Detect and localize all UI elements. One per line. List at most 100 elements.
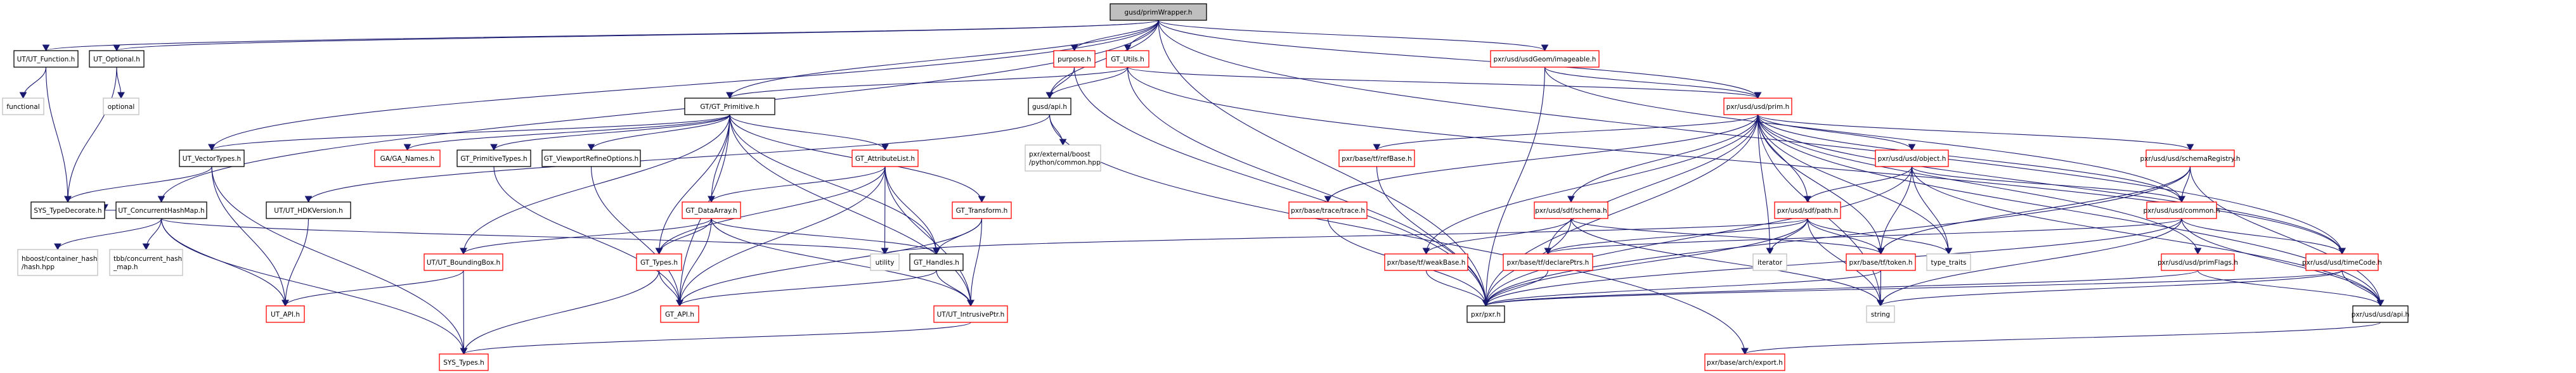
- node-schema_registry[interactable]: pxr/usd/usd/schemaRegistry.h: [2140, 149, 2241, 167]
- node-tf_token[interactable]: pxr/base/tf/token.h: [1846, 253, 1916, 271]
- edge-sdf_path-to-utility: [884, 218, 1808, 255]
- edge-usd_common-to-usd_api: [2181, 218, 2381, 307]
- node-box-ga_names: [374, 149, 441, 167]
- node-usd_common[interactable]: pxr/usd/usd/common.h: [2143, 201, 2220, 219]
- node-label-sdf_path: pxr/usd/sdf/path.h: [1777, 207, 1838, 215]
- node-ga_names[interactable]: GA/GA_Names.h: [374, 149, 441, 167]
- node-gt_dataarray[interactable]: GT_DataArray.h: [682, 201, 741, 219]
- node-tf_declareptrs[interactable]: pxr/base/tf/declarePtrs.h: [1503, 253, 1593, 271]
- node-sys_typedecorate[interactable]: SYS_TypeDecorate.h: [30, 201, 105, 219]
- arrowhead-sdf_schema-to-tf_weakbase: [1422, 248, 1430, 255]
- edge-root-to-gt_utils: [1127, 20, 1159, 51]
- node-box-ut_api: [266, 305, 305, 323]
- node-ut_hdkversion[interactable]: UT/UT_HDKVersion.h: [266, 201, 351, 219]
- node-sdf_schema[interactable]: pxr/usd/sdf/schema.h: [1534, 201, 1608, 219]
- edge-schema_registry-to-usd_api: [2189, 166, 2381, 307]
- node-gt_primitive[interactable]: GT/GT_Primitive.h: [684, 98, 775, 115]
- node-box-imageable: [1490, 50, 1600, 68]
- node-gt_handles[interactable]: GT_Handles.h: [909, 253, 964, 271]
- node-label-gt_primitive: GT/GT_Primitive.h: [700, 103, 759, 111]
- edge-usd_prim-to-usd_object: [1757, 114, 1913, 151]
- node-gusd_api[interactable]: gusd/api.h: [1028, 98, 1071, 115]
- node-ut_intrusiveptr[interactable]: UT/UT_IntrusivePtr.h: [933, 305, 1008, 323]
- node-label-hboost_hash: /hash.hpp: [22, 263, 55, 271]
- edge-gt_primitive-to-gt_attributelist: [729, 114, 886, 151]
- node-box-hboost_hash: [17, 249, 98, 276]
- node-label-hboost_hash: hboost/container_hash: [22, 255, 98, 263]
- edge-usd_common-to-string: [1880, 218, 2182, 307]
- node-usd_object[interactable]: pxr/usd/usd/object.h: [1875, 149, 1949, 167]
- arrowhead-root-to-gt_utils: [1123, 44, 1132, 52]
- node-box-ut_hdkversion: [266, 201, 351, 219]
- arrowhead-ut_optional-to-optional: [117, 92, 125, 99]
- node-tf_refbase[interactable]: pxr/base/tf/refBase.h: [1338, 149, 1415, 167]
- node-label-boost_python_common: pxr/external/boost: [1029, 151, 1091, 158]
- node-usd_api[interactable]: pxr/usd/usd/api.h: [2352, 305, 2409, 323]
- node-sdf_path[interactable]: pxr/usd/sdf/path.h: [1774, 201, 1841, 219]
- edge-gt_primitive-to-gt_viewportrefine: [590, 114, 730, 151]
- node-box-sys_types: [439, 353, 489, 371]
- edge-sdf_path-to-type_traits: [1807, 218, 1950, 255]
- edge-gt_dataarray-to-ut_intrusiveptr: [711, 218, 971, 307]
- arrowhead-gt_transform-to-gt_api: [676, 300, 683, 307]
- node-box-usd_prim: [1723, 98, 1792, 115]
- arrowhead-gt_primitive-to-gt_viewportrefine: [587, 144, 595, 151]
- node-label-arch_export: pxr/base/arch/export.h: [1707, 359, 1783, 367]
- node-arch_export[interactable]: pxr/base/arch/export.h: [1704, 353, 1785, 371]
- node-usd_prim[interactable]: pxr/usd/usd/prim.h: [1723, 98, 1792, 115]
- node-prim_flags[interactable]: pxr/usd/usd/primFlags.h: [2158, 253, 2238, 271]
- node-ut_optional[interactable]: UT_Optional.h: [89, 50, 145, 68]
- node-gt_api[interactable]: GT_API.h: [660, 305, 699, 323]
- node-gt_primitivetypes[interactable]: GT_PrimitiveTypes.h: [456, 149, 531, 167]
- node-pxr_h[interactable]: pxr/pxr.h: [1466, 305, 1505, 323]
- node-label-gt_utils: GT_Utils.h: [1111, 56, 1144, 63]
- node-box-ut_vectortypes: [179, 149, 245, 167]
- node-label-functional: functional: [6, 103, 39, 111]
- node-box-gt_transform: [952, 201, 1012, 219]
- node-sys_types[interactable]: SYS_Types.h: [439, 353, 489, 371]
- arrowhead-gt_attributelist-to-gt_dataarray: [708, 196, 715, 203]
- node-root[interactable]: gusd/primWrapper.h: [1110, 3, 1207, 21]
- node-gt_attributelist[interactable]: GT_AttributeList.h: [851, 149, 919, 167]
- edge-tf_weakbase-to-pxr_h: [1425, 270, 1487, 307]
- node-time_code[interactable]: pxr/usd/usd/timeCode.h: [2302, 253, 2382, 271]
- node-ut_function[interactable]: UT/UT_Function.h: [13, 50, 79, 68]
- node-box-prim_flags: [2161, 253, 2235, 271]
- node-trace[interactable]: pxr/base/trace/trace.h: [1288, 201, 1368, 219]
- node-ut_vectortypes[interactable]: UT_VectorTypes.h: [179, 149, 245, 167]
- edge-gt_transform-to-ut_intrusiveptr: [970, 218, 983, 307]
- edge-gt_primitive-to-gt_handles: [729, 114, 937, 255]
- node-tf_weakbase[interactable]: pxr/base/tf/weakBase.h: [1384, 253, 1468, 271]
- edge-ut_optional-to-sys_typedecorate: [67, 66, 117, 203]
- node-purpose[interactable]: purpose.h: [1053, 50, 1096, 68]
- node-label-imageable: pxr/usd/usdGeom/imageable.h: [1494, 56, 1596, 63]
- edge-sdf_path-to-iterator: [1769, 218, 1808, 255]
- arrowhead-ut_boundingbox-to-ut_api: [282, 300, 289, 307]
- edge-usd_prim-to-schema_registry: [1757, 114, 2191, 151]
- node-label-usd_prim: pxr/usd/usd/prim.h: [1726, 103, 1790, 111]
- node-gt_transform[interactable]: GT_Transform.h: [952, 201, 1012, 219]
- edge-schema_registry-to-tf_token: [1880, 166, 2191, 255]
- edge-imageable-to-pxr_h: [1485, 66, 1546, 307]
- node-imageable[interactable]: pxr/usd/usdGeom/imageable.h: [1490, 50, 1600, 68]
- node-label-utility: utility: [876, 259, 895, 267]
- node-gt_types[interactable]: GT_Types.h: [636, 253, 682, 271]
- node-ut_api[interactable]: UT_API.h: [266, 305, 305, 323]
- arrowhead-time_code-to-pxr_h: [1482, 300, 1490, 307]
- node-string: string: [1866, 305, 1895, 323]
- arrowhead-gusd_api-to-ut_hdkversion: [304, 196, 313, 203]
- arrowhead-usd_prim-to-trace: [1324, 196, 1332, 203]
- node-label-ga_names: GA/GA_Names.h: [380, 155, 435, 163]
- node-label-ut_optional: UT_Optional.h: [93, 56, 140, 63]
- node-box-ut_intrusiveptr: [933, 305, 1008, 323]
- node-label-schema_registry: pxr/usd/usd/schemaRegistry.h: [2140, 155, 2241, 163]
- arrowhead-root-to-imageable: [1541, 44, 1549, 52]
- node-gt_viewportrefine[interactable]: GT_ViewportRefineOptions.h: [541, 149, 641, 167]
- edge-usd_prim-to-type_traits: [1757, 114, 1950, 255]
- node-box-usd_common: [2146, 201, 2217, 219]
- node-ut_concurrenthashmap[interactable]: UT_ConcurrentHashMap.h: [115, 201, 207, 219]
- node-label-tf_token: pxr/base/tf/token.h: [1849, 259, 1912, 267]
- node-gt_utils[interactable]: GT_Utils.h: [1106, 50, 1149, 68]
- node-ut_boundingbox[interactable]: UT/UT_BoundingBox.h: [424, 253, 503, 271]
